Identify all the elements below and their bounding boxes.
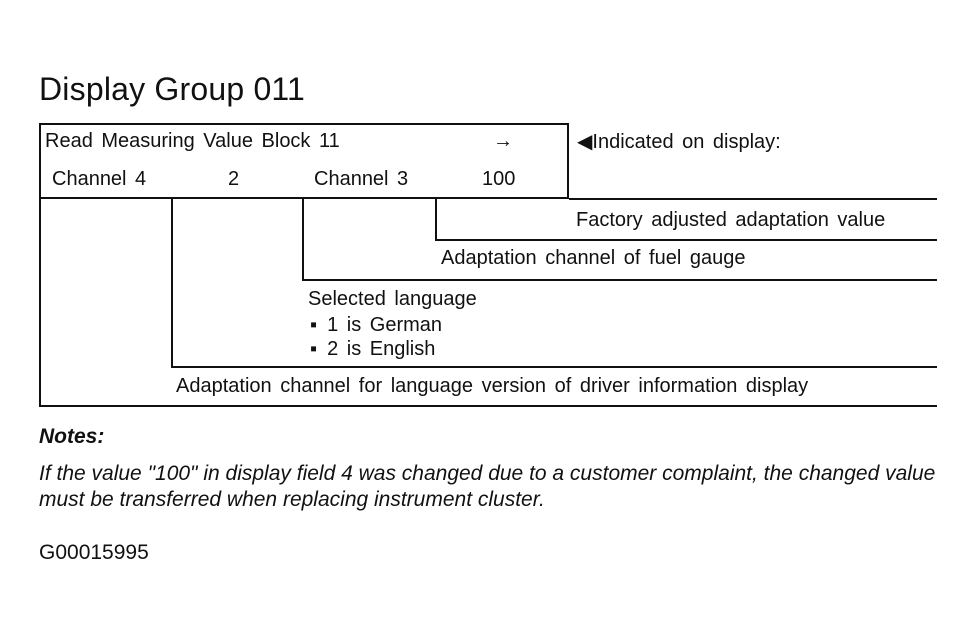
bullet-icon: ▪ bbox=[310, 338, 318, 360]
leader-line-factory-left bbox=[435, 199, 437, 241]
indicator-text: Indicated on display: bbox=[592, 131, 781, 153]
leader-line-fuel-bottom bbox=[302, 279, 937, 281]
notes-heading: Notes: bbox=[39, 425, 105, 448]
fuel-gauge-label: Adaptation channel of fuel gauge bbox=[441, 247, 746, 269]
bullet-icon: ▪ bbox=[310, 314, 318, 336]
leader-line-factory-bottom bbox=[435, 239, 937, 241]
leader-line-outer-left bbox=[39, 199, 41, 407]
right-arrow-icon: → bbox=[493, 130, 513, 152]
notes-body: If the value "100" in display field 4 wa… bbox=[39, 462, 936, 511]
figure-id: G00015995 bbox=[39, 541, 149, 564]
leader-line-language-left bbox=[171, 199, 173, 368]
display-readout-box bbox=[39, 123, 569, 199]
display-line-1: Read Measuring Value Block 11 bbox=[45, 130, 340, 152]
leader-line-top bbox=[569, 198, 937, 200]
language-heading: Selected language bbox=[308, 288, 477, 310]
page-title: Display Group 011 bbox=[39, 71, 306, 107]
channel-3-label: Channel 3 bbox=[314, 168, 409, 190]
leader-line-outer-bottom bbox=[39, 405, 937, 407]
language-channel-label: Adaptation channel for language version … bbox=[176, 375, 809, 397]
indicator-label: ◀Indicated on display: bbox=[577, 130, 781, 154]
channel-4-label: Channel 4 bbox=[52, 168, 147, 190]
pointer-left-icon: ◀ bbox=[577, 131, 593, 153]
leader-line-language-bottom bbox=[171, 366, 937, 368]
leader-line-fuel-left bbox=[302, 199, 304, 281]
factory-value-label: Factory adjusted adaptation value bbox=[576, 209, 886, 231]
channel-3-value: 100 bbox=[482, 168, 516, 190]
language-option-german: ▪1 is German bbox=[310, 314, 443, 336]
language-option-english: ▪2 is English bbox=[310, 338, 436, 360]
channel-4-value: 2 bbox=[228, 168, 240, 190]
